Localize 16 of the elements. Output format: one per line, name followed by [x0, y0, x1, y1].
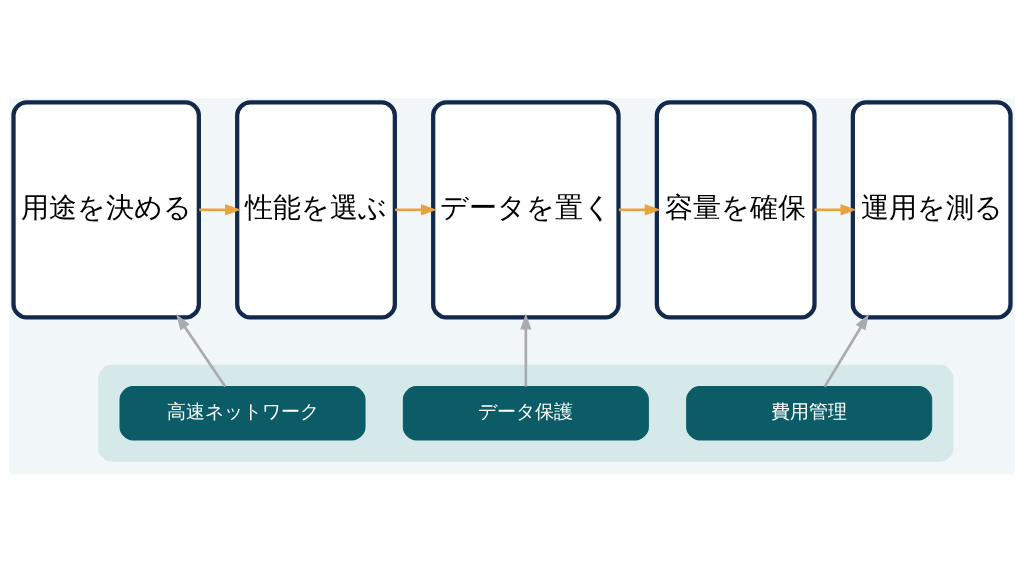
arrow: [823, 314, 869, 388]
arrow: [520, 313, 532, 387]
node-box: データを置く: [431, 100, 621, 320]
node-box: 費用管理: [686, 386, 933, 441]
node-box: データ保護: [402, 386, 649, 441]
node-box: 性能を選ぶ: [235, 100, 397, 320]
arrow: [618, 204, 661, 216]
arrow: [395, 204, 437, 216]
arrow: [199, 204, 242, 216]
node-box: 高速ネットワーク: [119, 386, 366, 441]
node-box: 容量を確保: [654, 100, 817, 320]
node-box: 運用を測る: [850, 100, 1013, 320]
arrow: [176, 314, 227, 388]
cluster: [98, 364, 954, 462]
node-box: 用途を決める: [11, 100, 201, 320]
arrow: [814, 204, 857, 216]
